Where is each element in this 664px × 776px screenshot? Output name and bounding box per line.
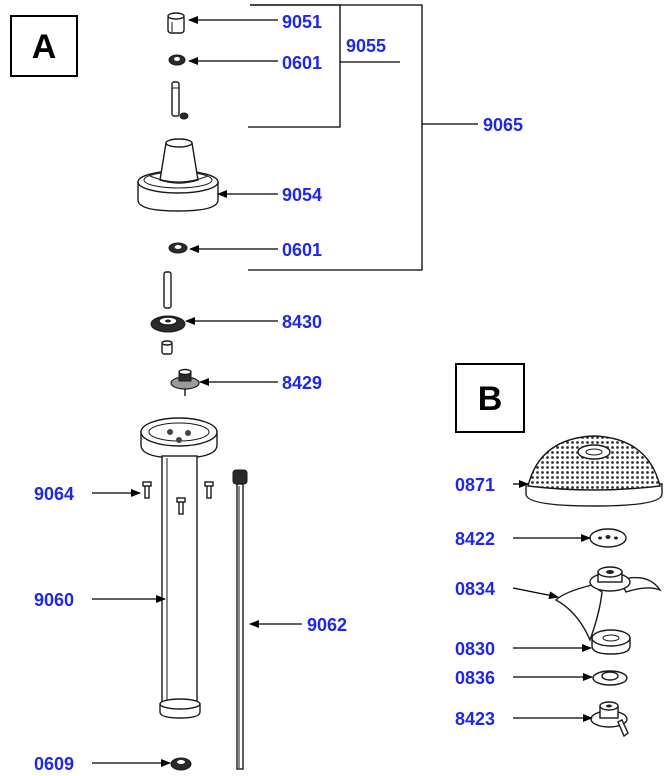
leader-lines: [92, 16, 593, 767]
label-9055: 9055: [346, 36, 386, 56]
part-shaft-pin: [171, 81, 189, 120]
label-8430: 8430: [282, 312, 322, 332]
label-0601-mid: 0601: [282, 240, 322, 260]
section-a-label: A: [32, 28, 57, 66]
part-0830-washer: [591, 629, 631, 655]
part-9051-cap-nut: [167, 12, 185, 34]
label-9062: 9062: [307, 615, 347, 635]
label-0601-top: 0601: [282, 53, 322, 73]
label-9060: 9060: [34, 590, 74, 610]
part-0609-nut: [170, 757, 192, 771]
bracket-9055: [248, 4, 400, 128]
section-a-box: A: [10, 15, 78, 77]
label-9054: 9054: [282, 185, 322, 205]
bracket-9065: [248, 4, 478, 271]
label-9064: 9064: [34, 484, 74, 504]
part-8423-hub: [590, 701, 629, 738]
label-0836: 0836: [455, 668, 495, 688]
part-bushing: [161, 340, 173, 355]
part-9054-housing: [137, 138, 219, 212]
part-9062-rod: [232, 469, 248, 770]
label-8423: 8423: [455, 709, 495, 729]
part-9064-screws: [142, 481, 214, 515]
part-0601-bearing-top: [168, 54, 186, 66]
label-0609: 0609: [34, 754, 74, 774]
part-0834-blade: [554, 566, 662, 642]
part-0871-guard: [525, 435, 663, 507]
part-0601-bearing-mid: [168, 242, 188, 254]
part-0836-ring: [592, 670, 628, 686]
part-8429-hub: [170, 368, 200, 396]
section-b-box: B: [455, 363, 525, 433]
label-0871: 0871: [455, 475, 495, 495]
label-9051: 9051: [282, 12, 322, 32]
section-b-label: B: [478, 380, 503, 418]
label-8422: 8422: [455, 529, 495, 549]
part-shaft: [163, 271, 172, 309]
label-0834: 0834: [455, 579, 495, 599]
part-8422-disc: [589, 528, 627, 548]
label-9065: 9065: [483, 115, 523, 135]
part-8430-gear: [150, 315, 186, 333]
label-8429: 8429: [282, 373, 322, 393]
label-0830: 0830: [455, 639, 495, 659]
part-9060-column: [140, 417, 218, 719]
